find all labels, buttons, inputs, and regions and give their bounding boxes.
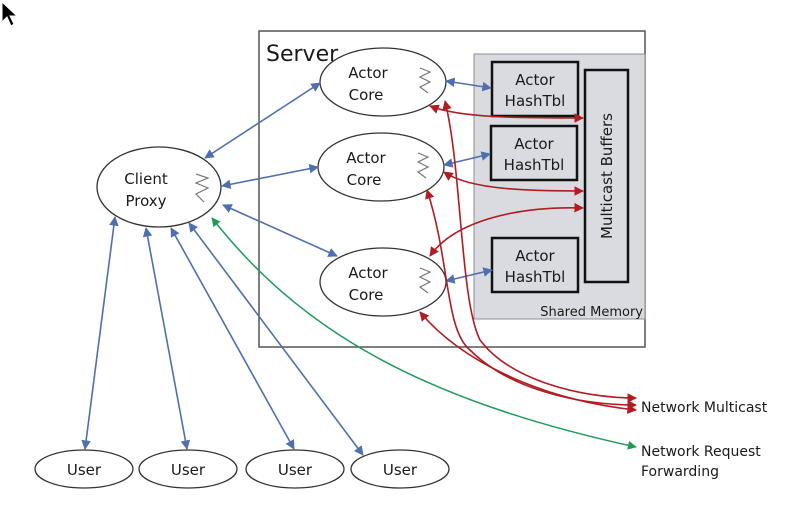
- mouse-cursor-icon: [1, 0, 19, 27]
- arrow-proxy-core2: [221, 163, 319, 190]
- svg-text:User: User: [278, 461, 313, 479]
- svg-text:Core: Core: [347, 171, 382, 189]
- svg-text:Actor: Actor: [514, 135, 554, 153]
- network-request-label-line1: Network Request: [641, 444, 761, 460]
- actor-core-1: Actor Core: [319, 47, 447, 117]
- actor-hashtbl-1: Actor HashTbl: [490, 60, 580, 118]
- client-proxy: Client Proxy: [96, 146, 222, 228]
- user-2: User: [138, 449, 238, 489]
- svg-text:Client: Client: [124, 170, 168, 188]
- svg-text:Proxy: Proxy: [125, 192, 166, 210]
- svg-text:Core: Core: [349, 286, 384, 304]
- svg-text:Actor: Actor: [515, 71, 555, 89]
- svg-text:Multicast Buffers: Multicast Buffers: [598, 113, 616, 239]
- actor-hashtbl-2: Actor HashTbl: [489, 124, 579, 182]
- svg-text:Actor: Actor: [515, 247, 555, 265]
- actor-hashtbl-3: Actor HashTbl: [490, 236, 580, 294]
- multicast-buffers: Multicast Buffers: [583, 68, 630, 284]
- arrow-proxy-user2: [142, 227, 191, 450]
- user-3: User: [245, 449, 345, 489]
- svg-text:HashTbl: HashTbl: [505, 268, 566, 286]
- thread-squiggle-icon: [416, 152, 430, 179]
- actor-core-3: Actor Core: [319, 247, 447, 317]
- svg-text:HashTbl: HashTbl: [505, 92, 566, 110]
- network-request-label-line2: Forwarding: [641, 464, 719, 480]
- svg-text:User: User: [383, 461, 418, 479]
- user-4: User: [350, 449, 450, 489]
- actor-core-2: Actor Core: [317, 132, 445, 202]
- svg-text:Actor: Actor: [348, 264, 388, 282]
- network-multicast-label: Network Multicast: [641, 400, 768, 416]
- thread-squiggle-icon: [194, 173, 210, 203]
- arrow-proxy-user1: [81, 216, 119, 450]
- user-1: User: [34, 449, 134, 489]
- arrow-proxy-core1: [204, 82, 321, 159]
- arrow-proxy-network-request: [211, 217, 637, 450]
- arrow-core3-network-multicast: [419, 311, 637, 414]
- thread-squiggle-icon: [418, 67, 432, 94]
- svg-text:Core: Core: [349, 86, 384, 104]
- server-label: Server: [266, 42, 339, 67]
- shared-memory-label: Shared Memory: [540, 305, 643, 320]
- svg-text:Actor: Actor: [348, 64, 388, 82]
- svg-text:User: User: [67, 461, 102, 479]
- svg-text:HashTbl: HashTbl: [504, 156, 565, 174]
- svg-text:Actor: Actor: [346, 149, 386, 167]
- arrow-core1-hashtbl1: [445, 77, 492, 92]
- svg-text:User: User: [171, 461, 206, 479]
